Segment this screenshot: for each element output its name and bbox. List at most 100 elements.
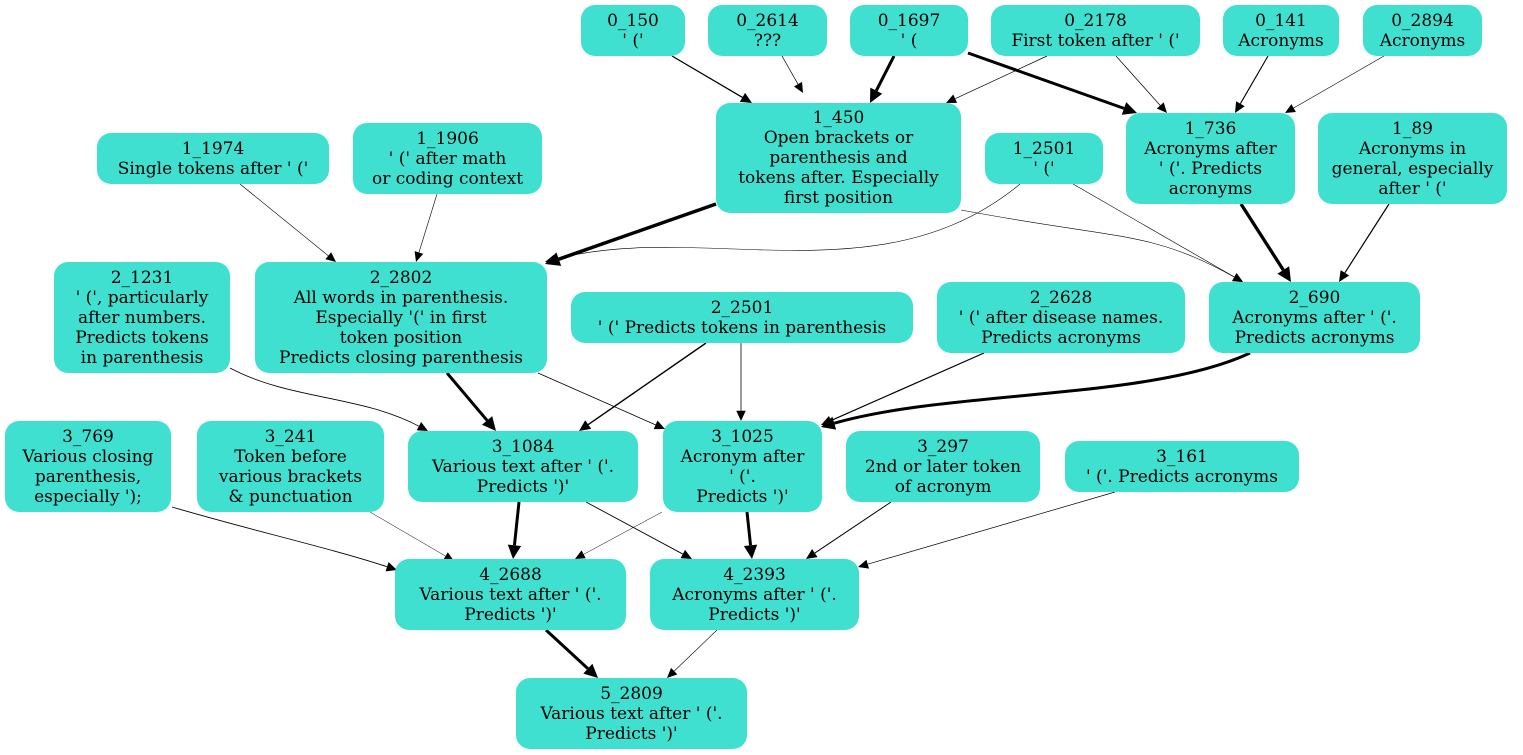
edge-line (1293, 55, 1385, 109)
arrowhead (414, 251, 424, 262)
node-id: 2_2628 (1029, 287, 1093, 308)
node-label-line: Acronyms in (1358, 138, 1467, 159)
edge-line (867, 491, 1116, 565)
edge-3_1084-to-4_2393 (585, 501, 692, 559)
arrowhead (1277, 266, 1291, 282)
edge-line (967, 51, 1125, 110)
node-label-line: Open brackets or (763, 128, 914, 148)
edge-line (1239, 203, 1285, 271)
node-label-line: Acronyms after ' ('. (672, 584, 837, 605)
edge-2_1231-to-3_1084 (229, 367, 428, 431)
edge-3_1025-to-4_2688 (575, 511, 663, 559)
node-3_161: 3_161' ('. Predicts acronyms (1065, 441, 1299, 492)
node-0_150: 0_150' (' (581, 5, 685, 56)
edge-line (445, 372, 489, 422)
node-id: 0_2894 (1391, 10, 1454, 31)
node-label-line: Various text after ' ('. (419, 584, 602, 605)
node-label-line: Predicts ')' (708, 604, 801, 625)
node-label-line: Predicts acronyms (1234, 327, 1395, 348)
node-label-line: first position (783, 188, 894, 208)
node-label-line: Various text after ' ('. (431, 456, 615, 477)
node-label-line: Acronyms (1379, 30, 1466, 51)
node-label-line: Token before (234, 446, 347, 467)
arrowhead (579, 420, 592, 431)
edge-line (1072, 183, 1235, 278)
arrowhead (1285, 104, 1296, 113)
edge-2_2802-to-3_1025 (537, 372, 665, 430)
node-id: 3_161 (1156, 446, 1208, 467)
edge-line (673, 629, 718, 672)
arrowhead (575, 550, 586, 559)
node-id: 0_2614 (736, 10, 799, 31)
arrowhead (1156, 102, 1167, 113)
node-label-line: of acronym (894, 476, 992, 497)
arrowhead (821, 416, 837, 430)
node-label-line: ' (' after math (388, 148, 507, 169)
edge-line (512, 501, 521, 546)
edge-line (587, 342, 707, 426)
edge-line (537, 372, 656, 426)
node-label-line: token position (339, 327, 463, 348)
edge-line (583, 511, 663, 555)
node-label-line: Predicts ')' (464, 604, 557, 625)
node-label-line: tokens after. Especially (738, 168, 939, 188)
arrowhead (325, 252, 336, 262)
arrowhead (416, 422, 428, 431)
node-label-line: parenthesis, (34, 466, 142, 487)
node-label-line: in parenthesis (80, 347, 204, 368)
edge-2_690-to-3_1025 (821, 351, 1251, 430)
arrowhead (583, 663, 598, 678)
node-label-line: Various closing (22, 446, 154, 467)
node-id: 3_297 (917, 436, 969, 457)
edge-1_450-to-2_2802 (545, 202, 717, 266)
edge-line (833, 351, 1251, 425)
edge-line (558, 202, 717, 261)
node-0_2614: 0_2614??? (708, 5, 827, 56)
node-id: 0_150 (607, 10, 659, 31)
node-2_2628: 2_2628' (' after disease names.Predicts … (937, 282, 1185, 353)
node-id: 3_769 (62, 426, 114, 447)
edge-line (781, 55, 799, 85)
node-label-line: acronyms (1168, 178, 1253, 199)
node-label-line: after numbers. (77, 307, 207, 328)
arrowhead (806, 549, 818, 559)
node-label-line: Acronyms after ' ('. (1232, 307, 1397, 328)
node-label-line: 2nd or later token (864, 456, 1022, 477)
edge-4_2393-to-5_2809 (667, 629, 718, 678)
edge-0_1697-to-1_736 (967, 51, 1137, 115)
node-label-line: Predicts acronyms (981, 327, 1141, 348)
node-2_2501: 2_2501' (' Predicts tokens in parenthesi… (571, 292, 913, 343)
node-id: 0_141 (1255, 10, 1307, 31)
node-id: 0_2178 (1064, 10, 1127, 31)
edge-line (585, 501, 684, 555)
node-id: 1_2501 (1012, 138, 1076, 159)
edge-line (1239, 55, 1269, 104)
arrowhead (545, 255, 556, 264)
arrowhead (443, 552, 454, 561)
edge-0_1697-to-1_450 (870, 55, 896, 103)
arrowhead (1232, 273, 1243, 282)
edge-line (960, 209, 1235, 278)
node-label-line: parenthesis and (769, 148, 908, 168)
node-id: 4_2393 (723, 564, 786, 585)
node-id: 0_1697 (877, 10, 941, 31)
edge-2_2501-to-3_1084 (579, 342, 707, 431)
node-id: 5_2809 (600, 683, 663, 704)
edge-0_2178-to-1_736 (1115, 55, 1167, 113)
node-label-line: ' (' (1033, 158, 1055, 179)
arrowhead (736, 410, 746, 421)
edge-3_1084-to-4_2688 (507, 501, 522, 559)
edge-line (955, 55, 1048, 100)
node-id: 1_1906 (416, 128, 479, 149)
node-id: 4_2688 (479, 564, 542, 585)
